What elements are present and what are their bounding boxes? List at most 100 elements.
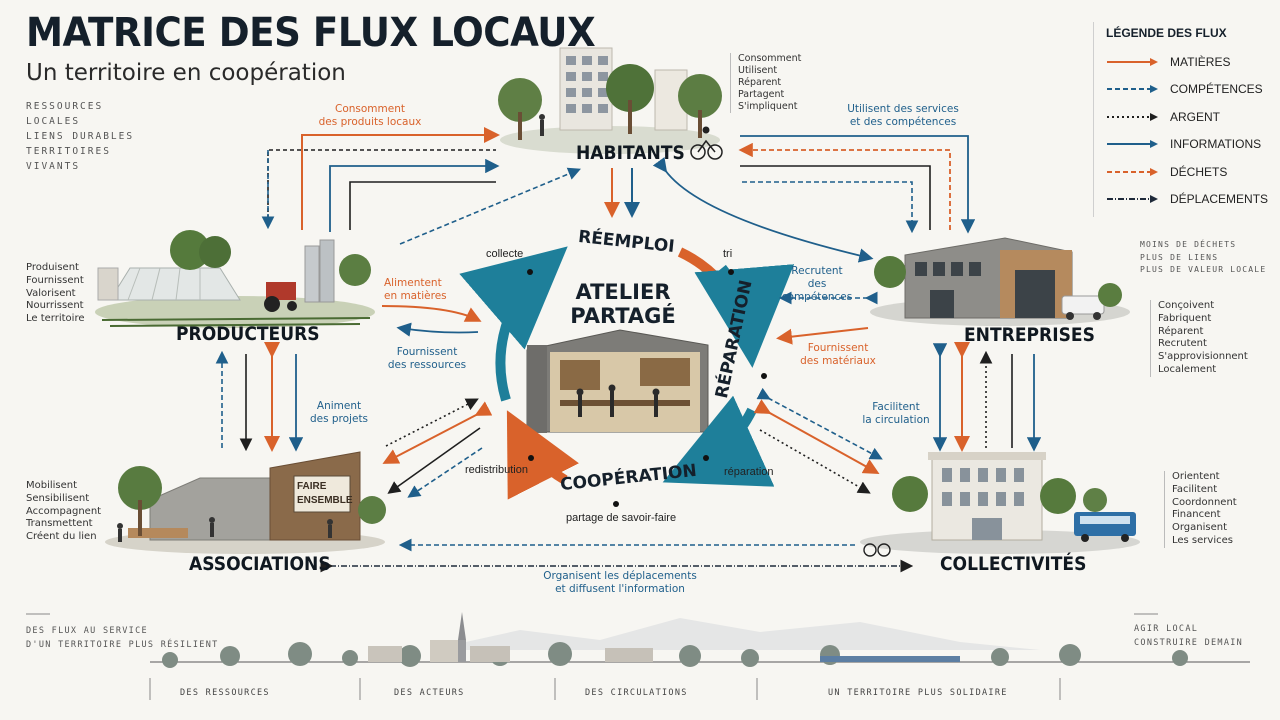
flow-label-animent: Animent des projets [304, 400, 374, 426]
verb-item: Localement [1158, 363, 1217, 375]
verb-item: Partagent [738, 89, 785, 100]
verb-item: Utilisent [738, 65, 778, 76]
tagline-line: LOCALES [26, 116, 81, 127]
flow-label-line: Utilisent des services [847, 103, 959, 115]
atelier-illustration [526, 329, 709, 433]
left-tagline: RESSOURCES LOCALES LIENS DURABLES TERRIT… [26, 99, 134, 174]
node-entreprises: ENTREPRISES [964, 324, 1095, 346]
verb-item: Orientent [1172, 471, 1220, 482]
legend-item-competences: COMPÉTENCES [1106, 76, 1276, 104]
verb-item: Financent [1172, 509, 1221, 521]
center-title-line: PARTAGÉ [570, 304, 676, 328]
dashdot-dark-arrow-icon [1107, 195, 1158, 204]
ring-point-tri: tri [723, 248, 733, 260]
verb-item: Mobilisent [26, 480, 78, 491]
flow-label-line: des compétences [781, 278, 853, 303]
legend-item-argent: ARGENT [1106, 103, 1276, 131]
collectivites-illustration [860, 452, 1140, 557]
verb-item: Fournissent [26, 274, 84, 286]
node-collectivites: COLLECTIVITÉS [940, 553, 1087, 575]
bottom-caption-circulations: DES CIRCULATIONS [585, 688, 688, 698]
center-title-line: ATELIER [575, 280, 671, 304]
tagline-line: TERRITOIRES [26, 146, 111, 157]
verb-item: Consomment [738, 53, 802, 64]
solid-orange-arrow-icon [1107, 57, 1158, 66]
ring-point-redistribution: redistribution [465, 464, 528, 476]
flows-habitants-entreprises [652, 135, 976, 263]
verb-item: Sensibilisent [26, 492, 90, 504]
flows-associations-atelier [382, 398, 493, 498]
verb-item: Conçoivent [1158, 300, 1215, 311]
flow-label-facilitent: Facilitent la circulation [856, 401, 936, 427]
verb-item: Coordonnent [1172, 496, 1237, 508]
tagline-line: PLUS DE VALEUR LOCALE [1140, 265, 1267, 274]
ring-point-collecte: collecte [486, 248, 524, 260]
verb-item: Produisent [26, 262, 79, 273]
verb-item: Créent du lien [26, 531, 97, 543]
tagline-line: VIVANTS [26, 161, 81, 172]
ring-point-partage: partage de savoir-faire [566, 512, 677, 524]
verb-item: Organisent [1172, 522, 1228, 534]
node-associations: ASSOCIATIONS [189, 553, 331, 575]
habitants-verbs: Consomment Utilisent Réparent Partagent … [730, 53, 801, 113]
flow-label-recrutent: Recrutent des compétences [772, 265, 862, 304]
page-subtitle: Un territoire en coopération [26, 60, 346, 86]
verb-item: S'impliquent [738, 101, 798, 112]
flow-label-consomment: Consomment des produits locaux [310, 103, 430, 129]
verb-item: Les services [1172, 534, 1233, 546]
tagline-line: PLUS DE LIENS [1140, 252, 1219, 262]
verb-item: Accompagnent [26, 505, 102, 517]
verb-item: Le territoire [26, 313, 85, 325]
flow-label-alimentent: Alimentent en matières [384, 277, 464, 303]
ring-point-reparation: réparation [724, 466, 774, 478]
flow-label-line: en matières [384, 290, 447, 302]
legend: LÉGENDE DES FLUX MATIÈRES COMPÉTENCES AR… [1106, 26, 1276, 213]
producteurs-verbs: Produisent Fournissent Valorisent Nourri… [26, 262, 85, 326]
caption-line: DES FLUX AU SERVICE [26, 626, 148, 636]
flow-label-line: et diffusent l'information [555, 583, 685, 595]
center-title: ATELIER PARTAGÉ [548, 280, 698, 328]
flow-label-line: Fournissent [807, 342, 869, 354]
dashed-blue-arrow-icon [1107, 85, 1158, 94]
verb-item: Réparent [1158, 325, 1204, 337]
legend-item-dechets: DÉCHETS [1106, 158, 1276, 186]
associations-sign: FAIRE ENSEMBLE [297, 480, 353, 508]
legend-label: DÉCHETS [1170, 164, 1228, 179]
verb-item: Réparent [738, 77, 782, 88]
verb-item: Nourrissent [26, 300, 84, 312]
node-habitants: HABITANTS [576, 142, 685, 164]
flow-label-fournissent-materiaux: Fournissent des matériaux [798, 342, 878, 368]
arrow-producteurs-atelier [381, 305, 482, 322]
legend-item-deplacements: DÉPLACEMENTS [1106, 186, 1276, 214]
bottom-dividers [26, 613, 1158, 700]
legend-item-matieres: MATIÈRES [1106, 48, 1276, 76]
flows-producteurs-associations [215, 342, 304, 452]
flow-label-line: des matériaux [800, 355, 876, 367]
flow-label-line: et des compétences [849, 116, 957, 128]
verb-item: Valorisent [26, 287, 76, 299]
caption-line: AGIR LOCAL [1134, 624, 1199, 634]
bottom-caption-ressources: DES RESSOURCES [180, 688, 270, 698]
flow-label-line: Consomment [335, 103, 405, 115]
dashed-orange-arrow-icon [1107, 167, 1158, 176]
flow-label-utilisent: Utilisent des services et des compétence… [838, 103, 968, 129]
caption-line: CONSTRUIRE DEMAIN [1134, 638, 1244, 648]
legend-title: LÉGENDE DES FLUX [1106, 26, 1227, 40]
flow-label-line: Facilitent [872, 401, 920, 413]
flow-label-fournissent-ressources: Fournissent des ressources [382, 346, 472, 372]
legend-label: COMPÉTENCES [1170, 82, 1263, 97]
bottom-left-caption: DES FLUX AU SERVICE D'UN TERRITOIRE PLUS… [26, 624, 219, 652]
caption-line: D'UN TERRITOIRE PLUS RÉSILIENT [26, 640, 219, 650]
flows-habitants-producteurs [261, 127, 581, 245]
right-tagline: MOINS DE DÉCHETS PLUS DE LIENS PLUS DE V… [1140, 239, 1266, 277]
arrow-atelier-producteurs [396, 322, 479, 337]
entreprises-verbs: Conçoivent Fabriquent Réparent Recrutent… [1150, 300, 1248, 377]
flow-label-line: Fournissent [396, 346, 458, 358]
verb-item: S'approvisionnent [1158, 351, 1248, 363]
page-title: MATRICE DES FLUX LOCAUX [26, 10, 596, 56]
flow-label-line: des produits locaux [318, 116, 422, 128]
bottom-right-caption: AGIR LOCAL CONSTRUIRE DEMAIN [1134, 622, 1243, 650]
flows-entreprises-collectivites [932, 342, 1042, 452]
flow-label-organisent: Organisent les déplacements et diffusent… [540, 570, 700, 596]
